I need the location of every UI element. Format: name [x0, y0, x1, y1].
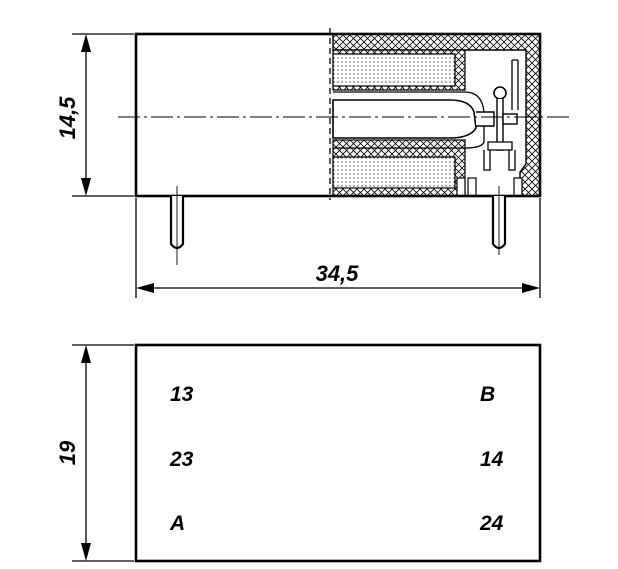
contact-assembly	[456, 59, 523, 197]
relay-body-side-outline	[134, 32, 542, 198]
width-dimension-label: 19	[55, 440, 80, 465]
pin-label-left: 23	[169, 448, 194, 471]
length-dimension: 34,5	[135, 198, 541, 298]
pin-label-right: 24	[479, 512, 504, 535]
length-dimension-label: 34,5	[316, 261, 360, 286]
pin-label-right: B	[480, 383, 495, 406]
width-dimension: 19	[55, 344, 134, 562]
upper-coil-winding	[332, 53, 456, 87]
pin-label-left: A	[169, 512, 185, 535]
pin-label-left: 13	[170, 383, 194, 406]
height-dimension-label: 14,5	[55, 96, 80, 140]
relay-body-top-outline	[134, 343, 542, 563]
pin-label-right: 14	[480, 448, 504, 471]
lower-coil-winding	[332, 156, 456, 189]
side-view: 14,5 34,5	[55, 28, 572, 298]
armature	[332, 99, 477, 139]
top-view: 19 13 23 A B 14 24	[55, 343, 542, 563]
height-dimension: 14,5	[55, 33, 134, 197]
